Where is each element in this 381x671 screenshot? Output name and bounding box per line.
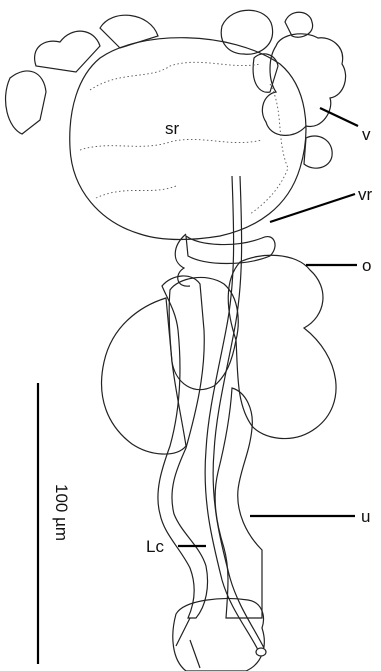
scale-bar: 100 µm	[38, 383, 71, 664]
label-u: u	[361, 507, 370, 526]
scale-bar-label: 100 µm	[52, 484, 71, 541]
ovary	[102, 255, 337, 454]
label-lc: Lc	[146, 537, 164, 556]
leader-vr	[270, 194, 355, 222]
uterus	[158, 276, 264, 671]
label-vr: vr	[358, 185, 373, 204]
laurers-canal	[205, 176, 266, 656]
label-sr: sr	[165, 119, 180, 138]
label-v: v	[362, 125, 371, 144]
vitellarium	[6, 10, 346, 168]
label-o: o	[362, 256, 371, 275]
